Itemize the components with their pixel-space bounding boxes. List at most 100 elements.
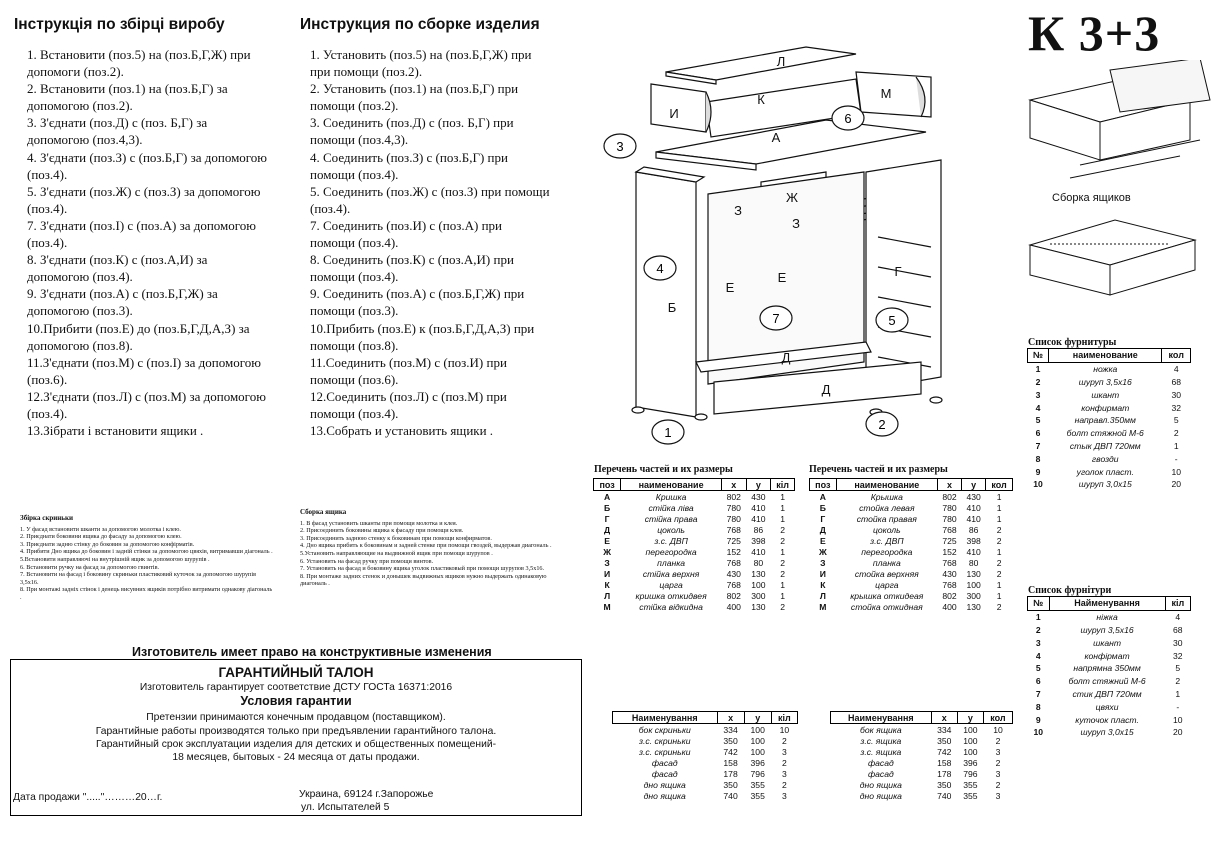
table-cell: Кришка	[655, 491, 687, 502]
table-cell: 802	[726, 491, 741, 502]
table-cell: 10	[1173, 714, 1183, 725]
table-cell: 10	[1033, 479, 1043, 490]
table-cell: планка	[657, 557, 686, 568]
table-cell: 5	[1035, 415, 1041, 426]
table-cell: 130	[751, 601, 766, 612]
table-cell: 410	[966, 546, 981, 557]
warranty-standard: Изготовитель гарантирует соответствие ДС…	[139, 682, 453, 693]
table-header: кіл	[770, 478, 795, 491]
table-cell: царга	[659, 579, 683, 590]
parts-caption-uk: Перечень частей и их размеры	[594, 464, 733, 475]
table-cell: 396	[963, 757, 978, 768]
drawer-ru-step: 3. Присоединить заднюю стенку к боковина…	[300, 534, 492, 542]
uk-step: 4. З'єднати (поз.З) с (поз.Б,Г) за допом…	[27, 149, 268, 182]
table-cell: 6	[1035, 428, 1041, 439]
table-cell: 1	[780, 513, 785, 524]
part-label: А	[772, 130, 781, 145]
table-cell: 768	[726, 557, 741, 568]
table-cell: ножка	[1093, 364, 1118, 375]
table-cell: 1	[996, 579, 1002, 590]
uk-step: 8. З'єднати (поз.К) с (поз.А,И) за допом…	[27, 252, 208, 285]
table-cell: напрямна 350мм	[1073, 663, 1141, 674]
callout-number: 7	[772, 311, 779, 326]
table-cell: И	[604, 568, 611, 579]
table-cell: Д	[604, 524, 611, 535]
table-cell: 100	[750, 735, 765, 746]
table-cell: 2	[995, 757, 1001, 768]
table-header: кіл	[770, 711, 799, 724]
table-cell: 1	[1035, 612, 1041, 623]
part-label: Д	[782, 350, 791, 365]
table-cell: 2	[1175, 676, 1181, 687]
table-cell: 32	[1171, 402, 1182, 413]
drawer-ru-step: 6. Установить на фасад ручку при помощи …	[300, 557, 434, 565]
table-cell: 2	[780, 557, 785, 568]
table-cell: 1	[996, 590, 1002, 601]
table-cell: 350	[937, 779, 952, 790]
table-cell: перегородка	[861, 546, 913, 557]
warranty-card: ГАРАНТИЙНЫЙ ТАЛОН Изготовитель гарантиру…	[10, 659, 582, 816]
drawer-ru-step: 8. При монтаже задних стенок и донышек в…	[300, 572, 547, 588]
table-cell: И	[819, 568, 826, 579]
table-cell: стык ДВП 720мм	[1069, 440, 1141, 451]
part-label: Ж	[786, 190, 798, 205]
uk-step: 13.Зібрати і встановити ящики .	[27, 423, 204, 439]
table-cell: Е	[819, 535, 826, 546]
callout-number: 1	[664, 425, 671, 440]
table-cell: 796	[750, 768, 765, 779]
table-cell: 100	[750, 746, 765, 757]
part-plinth-1	[695, 341, 872, 373]
table-cell: з.с. ДВП	[870, 535, 904, 546]
table-cell: 1	[1175, 688, 1181, 699]
table-header: y	[961, 478, 987, 491]
part-label: М	[881, 86, 892, 101]
table-cell: 355	[750, 790, 765, 801]
uk-step: 7. З'єднати (поз.І) с (поз.А) за допомог…	[27, 217, 256, 251]
uk-steps-list: 1. Встановити (поз.5) на (поз.Б,Г,Ж) при…	[27, 46, 292, 439]
uk-step: 3. З'єднати (поз.Д) с (поз. Б,Г) за допо…	[27, 115, 208, 148]
table-cell: 80	[968, 557, 979, 568]
table-cell: болт стяжний М-6	[1068, 676, 1146, 687]
table-cell: 3	[1035, 637, 1041, 648]
table-cell: стойка правая	[856, 513, 917, 524]
ru-step: 7. Соединить (поз.И) с (поз.А) при помощ…	[310, 217, 502, 251]
table-cell: К	[604, 579, 610, 590]
table-cell: шуруп 3,0х15	[1078, 479, 1132, 490]
table-cell: направл.350мм	[1074, 415, 1136, 426]
drawer-ru-step: 4. Дно ящика прибить к боковинам и задне…	[300, 542, 552, 550]
table-cell: 355	[963, 790, 978, 801]
callout-number: 5	[888, 313, 895, 328]
table-cell: А	[819, 491, 826, 502]
table-cell: 768	[942, 579, 957, 590]
table-cell: 780	[726, 502, 741, 513]
table-cell: з.с. ящика	[860, 735, 902, 746]
ru-steps-list: 1. Установить (поз.5) на (поз.Б,Г,Ж) при…	[310, 46, 570, 439]
table-cell: куточок пласт.	[1075, 714, 1139, 725]
callout-number: 3	[616, 139, 623, 154]
table-cell: цоколь	[657, 524, 685, 535]
part-lid	[665, 46, 857, 81]
table-cell: 9	[1035, 714, 1041, 725]
table-cell: 2	[1035, 624, 1041, 635]
table-cell: шуруп 3,5х16	[1078, 376, 1132, 387]
table-cell: Г	[604, 513, 610, 524]
